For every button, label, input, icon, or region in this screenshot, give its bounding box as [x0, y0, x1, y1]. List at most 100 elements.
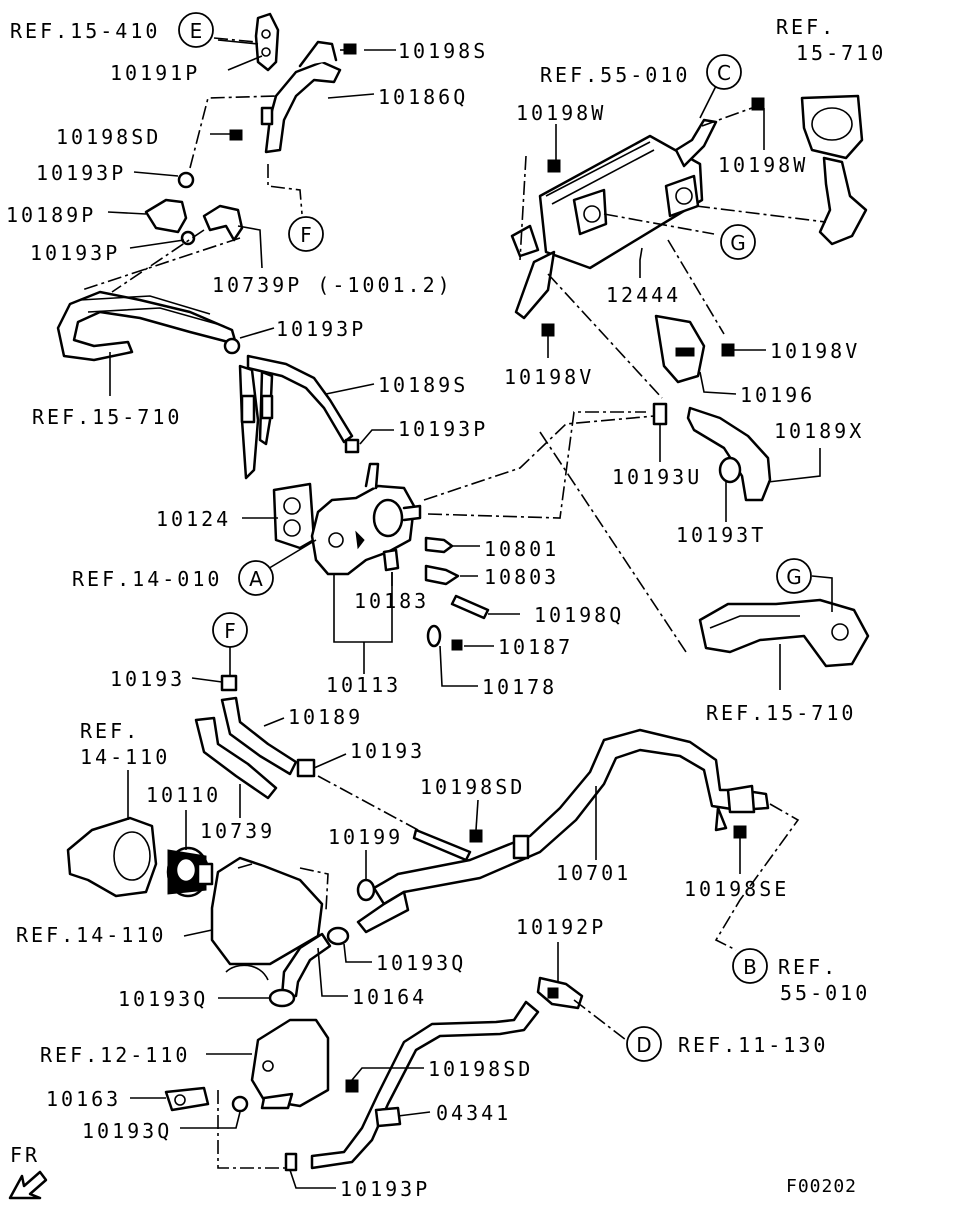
hose-10189s — [246, 354, 354, 444]
sensor-10803 — [424, 564, 460, 586]
label-ref-15-710-right[interactable]: REF.15-710 — [706, 701, 857, 725]
label-ref-14-110-b[interactable]: REF.14-110 — [16, 923, 167, 947]
label-10198s[interactable]: 10198S — [398, 39, 489, 63]
label-10113[interactable]: 10113 — [326, 673, 402, 697]
label-10198w-left[interactable]: 10198W — [516, 101, 607, 125]
cooler-12444 — [510, 134, 704, 320]
label-10198sd-bottom[interactable]: 10198SD — [428, 1057, 534, 1081]
bracket-10191p — [254, 12, 280, 72]
hose-10189 — [220, 696, 298, 776]
label-10198v-right[interactable]: 10198V — [770, 339, 861, 363]
label-10124[interactable]: 10124 — [156, 507, 232, 531]
label-ref-14-010[interactable]: REF.14-010 — [72, 567, 223, 591]
callout-c: C — [706, 54, 742, 90]
clamp-10193q-lower — [268, 988, 296, 1008]
label-ref-15-710-left[interactable]: REF.15-710 — [32, 405, 183, 429]
label-ref-14-110-a[interactable]: REF. — [80, 719, 141, 743]
label-10198v-lower[interactable]: 10198V — [504, 365, 595, 389]
svg-text:B: B — [743, 955, 757, 979]
label-10192p[interactable]: 10192P — [516, 915, 607, 939]
label-10193p-bottom[interactable]: 10193P — [340, 1177, 431, 1201]
label-10801[interactable]: 10801 — [484, 537, 560, 561]
label-10193p-2[interactable]: 10193P — [30, 241, 121, 265]
callout-e: E — [178, 12, 214, 48]
bolt-10198q — [450, 594, 490, 620]
callout-a: A — [238, 560, 274, 596]
label-10193-top[interactable]: 10193 — [110, 667, 186, 691]
label-10193t[interactable]: 10193T — [676, 523, 767, 547]
label-ref-11-130[interactable]: REF.11-130 — [678, 1033, 829, 1057]
callout-f-lower: F — [212, 612, 248, 648]
svg-text:E: E — [190, 19, 203, 43]
label-ref-top-right[interactable]: REF. — [776, 15, 837, 39]
bolt-10198v-lower — [541, 323, 555, 337]
label-15-710-top-right[interactable]: 15-710 — [796, 41, 887, 65]
label-10196[interactable]: 10196 — [740, 383, 816, 407]
label-10189s[interactable]: 10189S — [378, 373, 469, 397]
label-10198w-right[interactable]: 10198W — [718, 153, 809, 177]
clamp-10193-mid — [296, 758, 316, 778]
label-10193p-3[interactable]: 10193P — [276, 317, 367, 341]
clamp-10193q-upper — [326, 926, 350, 946]
label-10193u[interactable]: 10193U — [612, 465, 703, 489]
label-10803[interactable]: 10803 — [484, 565, 560, 589]
callout-b: B — [732, 948, 768, 984]
label-10189x[interactable]: 10189X — [774, 419, 865, 443]
label-10198sd-mid[interactable]: 10198SD — [420, 775, 526, 799]
thermostat-10110 — [166, 846, 214, 898]
label-10198sd-top[interactable]: 10198SD — [56, 125, 162, 149]
leader-lines — [107, 39, 833, 1189]
label-55-010-bottom-right[interactable]: 55-010 — [780, 981, 871, 1005]
tank-ref-12-110 — [250, 1018, 330, 1110]
label-10186q[interactable]: 10186Q — [378, 85, 469, 109]
sensor-10801 — [424, 536, 454, 554]
svg-text:D: D — [636, 1033, 651, 1057]
label-10189p[interactable]: 10189P — [6, 203, 97, 227]
label-10193q-upper[interactable]: 10193Q — [376, 951, 467, 975]
label-10193q-bottom[interactable]: 10193Q — [82, 1119, 173, 1143]
label-10739p[interactable]: 10739P (-1001.2) — [212, 273, 453, 297]
label-10110[interactable]: 10110 — [146, 783, 222, 807]
svg-text:G: G — [786, 565, 802, 589]
label-10187[interactable]: 10187 — [498, 635, 574, 659]
label-10193q-lower[interactable]: 10193Q — [118, 987, 209, 1011]
label-10193p-4[interactable]: 10193P — [398, 417, 489, 441]
clamp-10193p-1 — [177, 171, 195, 189]
label-ref-bottom-right[interactable]: REF. — [778, 955, 839, 979]
svg-text:A: A — [249, 567, 263, 591]
label-ref-55-010-top[interactable]: REF.55-010 — [540, 63, 691, 87]
label-10701[interactable]: 10701 — [556, 861, 632, 885]
bolt-10198w-left — [547, 159, 561, 173]
housing-ref-14-110-cap — [66, 816, 158, 898]
svg-text:F: F — [300, 223, 312, 247]
label-ref-12-110[interactable]: REF.12-110 — [40, 1043, 191, 1067]
label-12444[interactable]: 12444 — [606, 283, 682, 307]
bracket-10196 — [654, 314, 706, 384]
label-10163[interactable]: 10163 — [46, 1087, 122, 1111]
stud-10183 — [382, 548, 400, 572]
label-04341[interactable]: 04341 — [436, 1101, 512, 1125]
label-10178[interactable]: 10178 — [482, 675, 558, 699]
label-10199[interactable]: 10199 — [328, 825, 404, 849]
callout-g-top: G — [720, 224, 756, 260]
label-14-110-a[interactable]: 14-110 — [80, 745, 171, 769]
clamp-10193p-4 — [344, 438, 360, 454]
label-10164[interactable]: 10164 — [352, 985, 428, 1009]
gasket-10178 — [426, 624, 442, 648]
label-10198se[interactable]: 10198SE — [684, 877, 790, 901]
label-ref-15-410[interactable]: REF.15-410 — [10, 19, 161, 43]
svg-text:G: G — [730, 231, 746, 255]
hose-10189p — [144, 198, 188, 234]
label-10193p-1[interactable]: 10193P — [36, 161, 127, 185]
label-10739[interactable]: 10739 — [200, 819, 276, 843]
bracket-ref-15-710-top — [800, 94, 868, 246]
label-10198q[interactable]: 10198Q — [534, 603, 625, 627]
label-10193-mid[interactable]: 10193 — [350, 739, 426, 763]
housing-10113 — [310, 462, 422, 576]
clamp-10193t — [718, 456, 742, 484]
clamp-10193p-2 — [180, 230, 196, 246]
label-10183[interactable]: 10183 — [354, 589, 430, 613]
label-10189[interactable]: 10189 — [288, 705, 364, 729]
label-10191p[interactable]: 10191P — [110, 61, 201, 85]
hose-10739p — [202, 204, 244, 242]
